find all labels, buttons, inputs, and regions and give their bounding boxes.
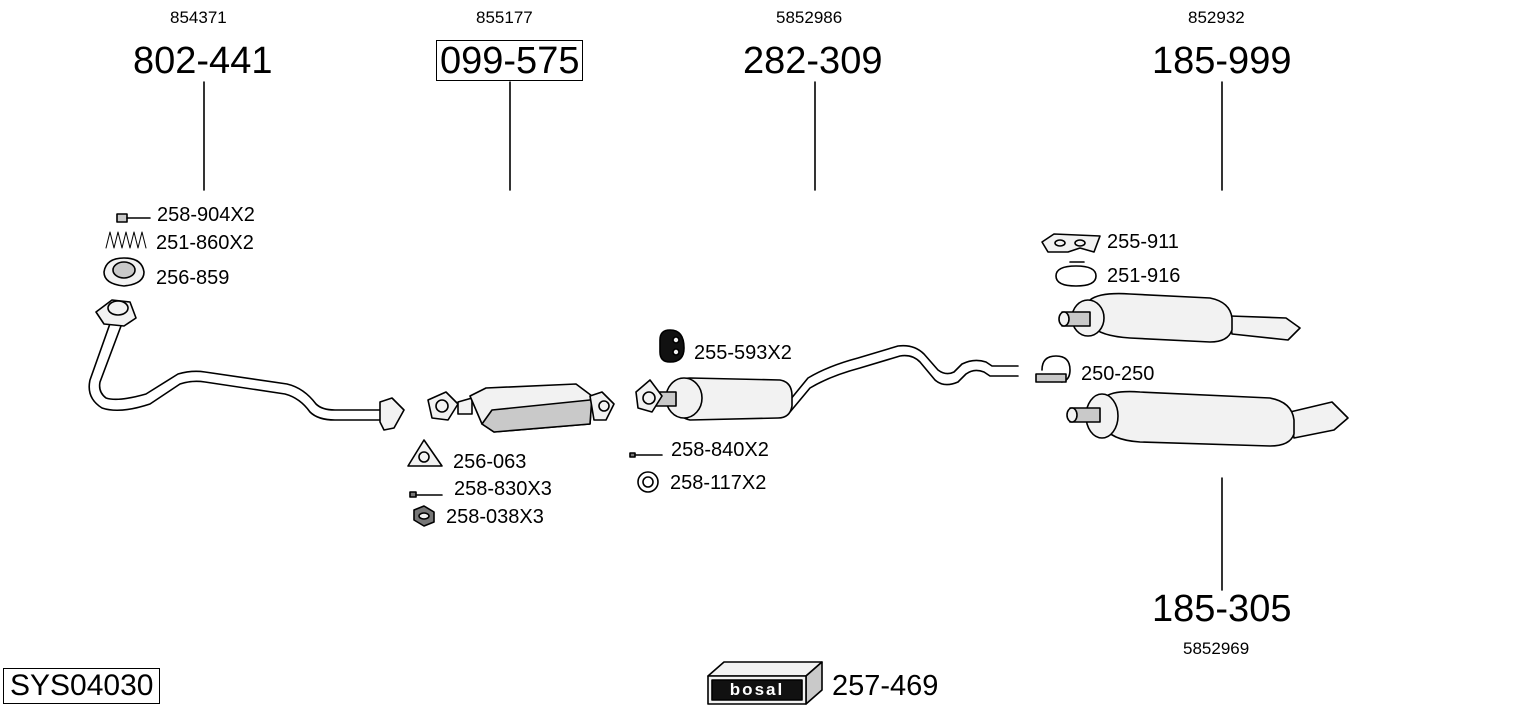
accessory-label-flange-gasket: 256-063 [453, 451, 527, 473]
accessory-label-clamp-band: 251-916 [1107, 265, 1181, 287]
rubber-mount-icon [659, 329, 685, 363]
mounting-bracket-icon [1041, 233, 1101, 253]
spring-icon [105, 231, 147, 249]
rear-silencer-lower-drawing [1066, 390, 1349, 447]
accessory-label-mounting-bracket: 255-911 [1107, 231, 1179, 253]
oe-number-185-305: 5852969 [1183, 639, 1250, 658]
flange-gasket-icon [407, 439, 443, 467]
screw-icon [629, 452, 663, 458]
accessory-label-nut: 258-038X3 [446, 506, 544, 528]
gasket-ring-icon [103, 257, 145, 287]
front-pipe-drawing [88, 299, 405, 431]
accessory-label-exhaust-clamp: 250-250 [1081, 363, 1155, 385]
accessory-label-screw: 258-840X2 [671, 439, 769, 461]
part-number-185-999: 185-999 [1152, 40, 1292, 82]
accessory-label-bolt: 258-904X2 [157, 204, 255, 226]
rear-silencer-upper-drawing [1058, 292, 1301, 343]
accessory-label-spring: 251-860X2 [156, 232, 254, 254]
nut-icon [413, 505, 435, 527]
system-code: SYS04030 [3, 668, 161, 704]
catalytic-converter-drawing [427, 383, 615, 433]
oe-number-185-999: 852932 [1188, 8, 1245, 27]
bolt-long-icon [409, 491, 443, 498]
part-number-185-305: 185-305 [1152, 588, 1292, 630]
accessory-label-bolt-long: 258-830X3 [454, 478, 552, 500]
accessory-label-washer: 258-117X2 [670, 472, 767, 494]
exhaust-clamp-icon [1035, 355, 1071, 383]
clamp-band-icon [1055, 261, 1097, 287]
bosal-box-drawing [707, 661, 823, 705]
oe-number-802-441: 854371 [170, 8, 227, 27]
center-silencer-drawing [635, 344, 1019, 421]
part-number-282-309: 282-309 [743, 40, 883, 82]
bolt-icon [116, 213, 151, 223]
oe-number-099-575: 855177 [476, 8, 533, 27]
washer-icon [637, 471, 659, 493]
part-number-099-575: 099-575 [436, 40, 584, 81]
oe-number-282-309: 5852986 [776, 8, 843, 27]
bosal-part-number: 257-469 [832, 670, 939, 702]
part-number-802-441: 802-441 [133, 40, 273, 82]
accessory-label-rubber-mount: 255-593X2 [694, 342, 792, 364]
bosal-logo-text: bosal [729, 680, 785, 699]
accessory-label-gasket-ring: 256-859 [156, 267, 230, 289]
